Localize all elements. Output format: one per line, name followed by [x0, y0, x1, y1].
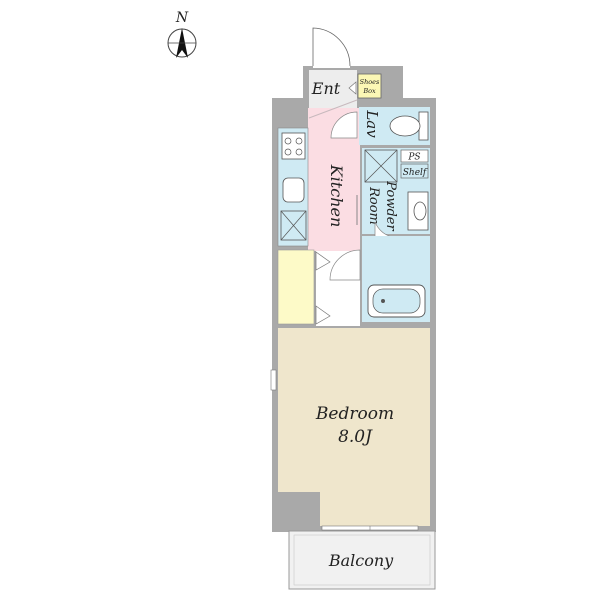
kitchen-sink-icon	[282, 177, 305, 203]
shoes-box-label: Shoes	[360, 78, 380, 86]
closet-door-icon	[315, 251, 331, 271]
closet-door-icon-2	[315, 305, 331, 325]
shoes-box-label-2: Box	[362, 87, 376, 95]
compass-label: N	[175, 10, 189, 26]
washbasin-icon	[407, 191, 429, 231]
bedroom-window-left	[270, 369, 277, 391]
bedroom-size-label: 8.0J	[338, 427, 373, 447]
bedroom-pillar	[278, 492, 320, 528]
pipe-space-box	[400, 149, 429, 163]
powder-room-label-2: Room	[366, 186, 381, 225]
shelf-box	[400, 163, 429, 179]
bathtub-icon	[367, 284, 426, 318]
lavatory-door-icon	[330, 111, 358, 139]
north-compass: N	[167, 10, 197, 58]
closet-floor	[277, 249, 315, 325]
balcony-label: Balcony	[328, 551, 394, 570]
washing-machine-icon	[364, 149, 398, 183]
entrance-door-icon	[312, 27, 351, 68]
kitchen-label: Kitchen	[327, 164, 346, 228]
powder-room-label: Powder	[383, 180, 398, 231]
hallway-door-icon	[329, 249, 361, 281]
balcony-inner-edge	[293, 534, 431, 586]
refrigerator-icon	[280, 210, 307, 241]
entrance-step-icon	[348, 81, 357, 95]
lavatory-label: Lav	[363, 109, 381, 138]
bedroom-label: Bedroom	[315, 404, 394, 424]
pipe-space-label: PS	[407, 153, 420, 163]
stove-icon	[281, 132, 306, 160]
entrance-diagonal	[308, 99, 358, 119]
entrance-floor	[309, 70, 357, 108]
toilet-icon	[389, 111, 429, 141]
shelf-label: Shelf	[403, 168, 428, 178]
entrance-label: Ent	[311, 79, 341, 98]
balcony-floor	[288, 530, 436, 590]
shoes-box	[357, 73, 382, 99]
